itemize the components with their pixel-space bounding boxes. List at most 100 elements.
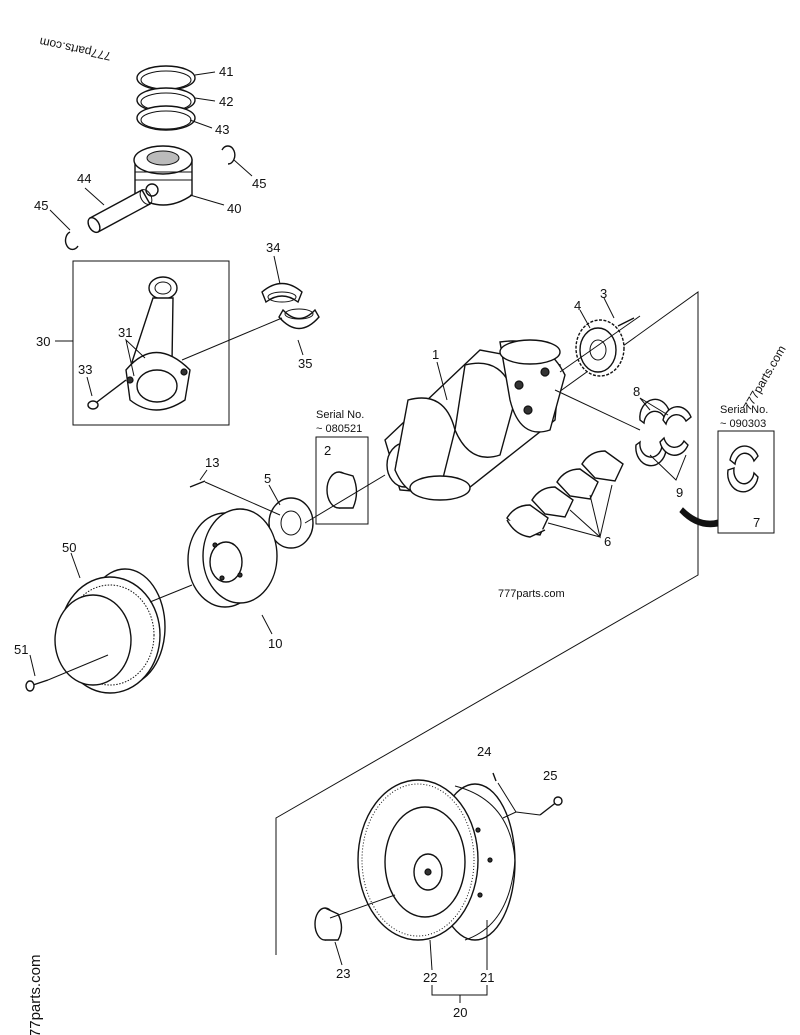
callout-50: 50 [62, 540, 76, 555]
gear-axis-line [559, 315, 641, 373]
watermark-top: 777parts.com [38, 35, 112, 64]
callout-35: 35 [298, 356, 312, 371]
leader-9 [649, 454, 687, 481]
callout-25: 25 [543, 768, 557, 783]
callout-34: 34 [266, 240, 280, 255]
leader-1 [436, 361, 448, 401]
leader-42 [194, 97, 216, 102]
main-bearing-6 [506, 450, 624, 538]
leader-5 [268, 484, 281, 506]
connecting-rod-31 [125, 276, 191, 411]
leader-50 [70, 552, 81, 579]
leader-13 [199, 469, 208, 481]
callout-22: 22 [423, 970, 437, 985]
thrust-washer-7 [727, 445, 759, 493]
leader-35 [297, 339, 304, 356]
pulley-50 [54, 568, 166, 694]
leader-51 [29, 654, 36, 677]
crankshaft-1 [384, 339, 566, 501]
serial-note-left-value: ~ 080521 [316, 423, 362, 435]
thrust-washer-9-lower [635, 436, 689, 467]
callout-43: 43 [215, 122, 229, 137]
leader-34 [273, 255, 281, 285]
callout-31: 31 [118, 325, 132, 340]
callout-41: 41 [219, 64, 233, 79]
callout-7: 7 [753, 515, 760, 530]
serial-note-left-title: Serial No. [316, 409, 364, 421]
conrod-axis-line [181, 317, 283, 361]
damper-pulley-10 [187, 508, 278, 608]
leader-10 [261, 614, 273, 635]
callout-45-left: 45 [34, 198, 48, 213]
leader-3 [603, 297, 615, 319]
piston-ring-43 [136, 105, 196, 131]
flywheel-axis-line [329, 894, 396, 919]
bracket-20 [431, 985, 488, 996]
connecting-rod-frame [72, 260, 230, 426]
bearing-sleeve-23 [314, 907, 343, 941]
watermark-right: 777parts.com [740, 343, 788, 413]
callout-45-right: 45 [252, 176, 266, 191]
callout-51: 51 [14, 642, 28, 657]
pointer-arrow-7 [679, 507, 719, 528]
leader-8 [639, 397, 669, 416]
bolt-25-axis-line [515, 811, 541, 816]
snap-ring-45-right [221, 145, 236, 165]
pulley-axis-line [149, 584, 193, 603]
leader-22 [429, 939, 433, 971]
callout-4: 4 [574, 298, 581, 313]
leader-6 [547, 484, 613, 539]
leader-4 [579, 309, 591, 329]
callout-6: 6 [604, 534, 611, 549]
shaft-axis-line [304, 474, 386, 524]
oil-seal-2 [326, 471, 358, 509]
assembly-frame-line [275, 291, 699, 955]
callout-13: 13 [205, 455, 219, 470]
leader-23 [334, 941, 343, 966]
ring-gear-21 [454, 785, 516, 941]
watermark-middle: 777parts.com [498, 588, 565, 600]
leader-41 [194, 71, 216, 76]
callout-9: 9 [676, 485, 683, 500]
callout-5: 5 [264, 471, 271, 486]
conrod-bearing-35 [278, 308, 320, 330]
callout-33: 33 [78, 362, 92, 377]
washer-axis-line [554, 389, 641, 431]
leader-40 [189, 194, 225, 206]
leader-45-left [49, 209, 71, 231]
callout-23: 23 [336, 966, 350, 981]
seal-box-left [315, 436, 369, 525]
callout-3: 3 [600, 286, 607, 301]
watermark-bottom-left: 777parts.com [27, 955, 44, 1035]
snap-ring-45-left [64, 231, 79, 251]
callout-10: 10 [268, 636, 282, 651]
callout-42: 42 [219, 94, 233, 109]
flywheel-20 [357, 779, 516, 941]
dowel-pin-3 [617, 317, 635, 327]
piston-pin-44 [87, 189, 153, 234]
callout-8: 8 [633, 384, 640, 399]
bolt-13 [189, 480, 206, 488]
callout-40: 40 [227, 201, 241, 216]
bolt-51-axis-line [47, 654, 109, 681]
bolt-24 [492, 772, 497, 782]
seal-box-right [717, 430, 775, 534]
spacer-5 [268, 497, 314, 549]
conrod-bearing-34 [261, 282, 303, 304]
callout-21: 21 [480, 970, 494, 985]
piston-ring-41 [136, 65, 196, 91]
bolt-25 [539, 796, 563, 816]
callout-1: 1 [432, 347, 439, 362]
crank-gear-4 [575, 319, 625, 377]
leader-45-right [233, 159, 253, 177]
callout-20: 20 [453, 1005, 467, 1020]
serial-note-right-value: ~ 090303 [720, 418, 766, 430]
callout-44: 44 [77, 171, 91, 186]
callout-24: 24 [477, 744, 491, 759]
connecting-rod-bolt-33 [87, 379, 127, 410]
callout-2: 2 [324, 443, 331, 458]
leader-31 [125, 338, 146, 377]
bolt-51 [25, 679, 49, 692]
thrust-washer-8-upper [639, 398, 692, 426]
